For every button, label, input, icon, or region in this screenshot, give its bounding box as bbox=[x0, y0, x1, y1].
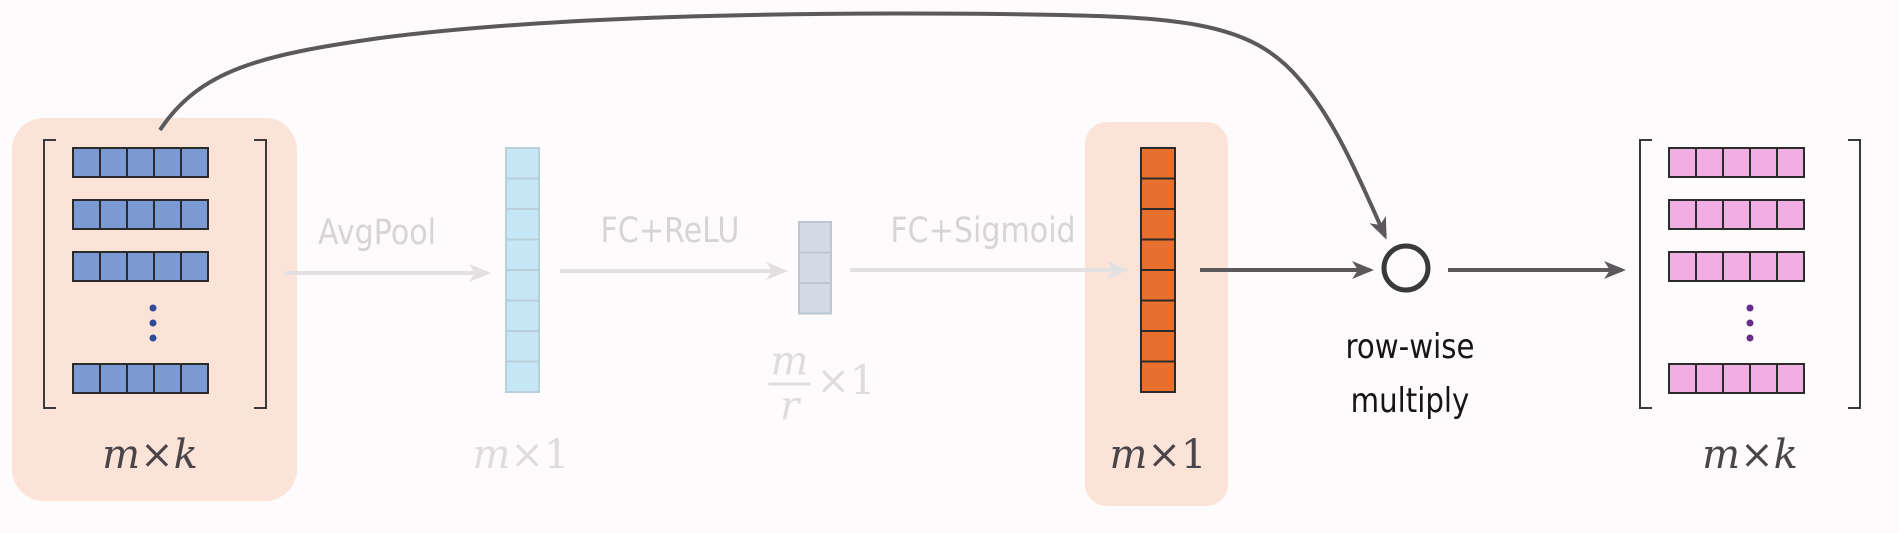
input-matrix-cell bbox=[126, 251, 155, 282]
attention-vector-cell bbox=[1140, 269, 1176, 302]
avgpool-label: AvgPool bbox=[317, 213, 437, 253]
output-matrix-cell bbox=[1695, 147, 1724, 178]
output-matrix-cell bbox=[1722, 251, 1751, 282]
reduced-vector-cell bbox=[798, 282, 832, 315]
reduced-vector-cell bbox=[798, 251, 832, 284]
input-matrix-cell bbox=[153, 147, 182, 178]
attention-dim-label: m×1 bbox=[1109, 432, 1207, 478]
pooled-vector-cell bbox=[505, 299, 540, 332]
input-matrix-cell bbox=[99, 363, 128, 394]
output-matrix-cell bbox=[1695, 363, 1724, 394]
fc-relu-label: FC+ReLU bbox=[600, 211, 740, 251]
input-matrix-cell bbox=[99, 199, 128, 230]
output-matrix-cell bbox=[1749, 199, 1778, 230]
input-matrix-cell bbox=[153, 251, 182, 282]
output-matrix-cell bbox=[1668, 363, 1697, 394]
input-matrix-cell bbox=[126, 363, 155, 394]
output-matrix-cell bbox=[1722, 199, 1751, 230]
input-matrix-cell bbox=[180, 199, 209, 230]
pooled-vector bbox=[505, 147, 540, 393]
input-matrix-cell bbox=[72, 199, 101, 230]
pooled-vector-cell bbox=[505, 177, 540, 210]
pooled-dim-label: m×1 bbox=[472, 432, 570, 478]
input-matrix-cell bbox=[153, 199, 182, 230]
input-matrix-cell bbox=[153, 363, 182, 394]
input-matrix-cell bbox=[126, 147, 155, 178]
output-matrix-cell bbox=[1776, 147, 1805, 178]
output-matrix-rows bbox=[1668, 147, 1805, 394]
output-matrix-cell bbox=[1776, 251, 1805, 282]
output-matrix-cell bbox=[1776, 199, 1805, 230]
output-matrix-cell bbox=[1722, 147, 1751, 178]
attention-vector-cell bbox=[1140, 147, 1176, 180]
output-ellipsis-dots bbox=[1746, 304, 1754, 342]
reduced-vector bbox=[798, 221, 832, 315]
output-matrix-cell bbox=[1749, 363, 1778, 394]
input-right-bracket bbox=[254, 139, 267, 409]
input-dim-label: m×k bbox=[102, 432, 198, 478]
pooled-vector-cell bbox=[505, 147, 540, 180]
output-matrix-cell bbox=[1749, 251, 1778, 282]
input-matrix-cell bbox=[180, 251, 209, 282]
output-matrix-cell bbox=[1668, 199, 1697, 230]
attention-vector-cell bbox=[1140, 330, 1176, 363]
multiply-caption-line1: row-wise bbox=[1345, 327, 1475, 367]
reduced-vector-cell bbox=[798, 221, 832, 254]
output-matrix-cell bbox=[1668, 251, 1697, 282]
attention-vector-cell bbox=[1140, 360, 1176, 393]
output-left-bracket bbox=[1639, 139, 1652, 409]
skip-connection-arrow bbox=[158, 11, 1387, 240]
input-matrix-cell bbox=[72, 147, 101, 178]
input-matrix-cell bbox=[180, 363, 209, 394]
pooled-vector-cell bbox=[505, 330, 540, 363]
input-matrix-cell bbox=[72, 251, 101, 282]
attention-vector-cell bbox=[1140, 208, 1176, 241]
input-left-bracket bbox=[43, 139, 56, 409]
pooled-vector-cell bbox=[505, 238, 540, 271]
pooled-vector-cell bbox=[505, 269, 540, 302]
output-right-bracket bbox=[1848, 139, 1861, 409]
fc-sigmoid-label: FC+Sigmoid bbox=[890, 211, 1076, 251]
input-matrix-cell bbox=[72, 363, 101, 394]
output-matrix-cell bbox=[1695, 199, 1724, 230]
output-matrix-cell bbox=[1776, 363, 1805, 394]
input-ellipsis-dots bbox=[149, 304, 157, 342]
attention-vector bbox=[1140, 147, 1176, 393]
multiply-caption-line2: multiply bbox=[1350, 381, 1470, 421]
input-matrix-cell bbox=[99, 251, 128, 282]
attention-vector-cell bbox=[1140, 299, 1176, 332]
pooled-vector-cell bbox=[505, 360, 540, 393]
output-dim-label: m×k bbox=[1702, 432, 1798, 478]
output-matrix-cell bbox=[1722, 363, 1751, 394]
attention-vector-cell bbox=[1140, 238, 1176, 271]
input-matrix-cell bbox=[99, 147, 128, 178]
input-matrix-rows bbox=[72, 147, 209, 394]
input-matrix-cell bbox=[180, 147, 209, 178]
input-matrix-cell bbox=[126, 199, 155, 230]
output-matrix-cell bbox=[1749, 147, 1778, 178]
attention-vector-cell bbox=[1140, 177, 1176, 210]
output-matrix-cell bbox=[1668, 147, 1697, 178]
multiply-caption: row-wise multiply bbox=[1346, 320, 1475, 428]
pooled-vector-cell bbox=[505, 208, 540, 241]
output-matrix-cell bbox=[1695, 251, 1724, 282]
multiply-node bbox=[1381, 243, 1431, 293]
